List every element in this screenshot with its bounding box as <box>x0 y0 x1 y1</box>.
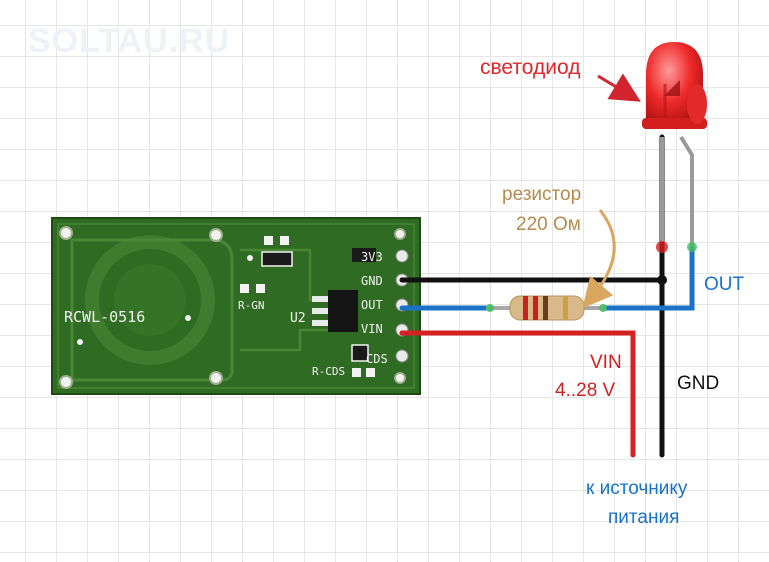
vin-wire <box>399 330 636 458</box>
led-anode-lead <box>679 135 694 247</box>
board-model-label: RCWL-0516 <box>64 308 145 326</box>
pad-label-r-gn: R-GN <box>238 299 265 312</box>
chip-label: U2 <box>290 311 306 326</box>
led-cathode-joint <box>656 241 668 253</box>
resistor-band <box>543 296 548 320</box>
led-label: светодиод <box>480 56 581 79</box>
watermark: SOLTAU.RU <box>28 22 231 60</box>
pin-label-vin: VIN <box>361 322 383 336</box>
vin-range-label: 4..28 V <box>555 380 616 401</box>
smd-pad <box>366 368 375 377</box>
led-arrow <box>597 73 641 102</box>
pin-label-gnd: GND <box>361 274 383 288</box>
pad-label-r-cds: R-CDS <box>312 365 345 378</box>
resistor <box>486 295 607 321</box>
u2-chip <box>312 290 358 332</box>
resistor-value-label: 220 Ом <box>516 214 581 235</box>
mounting-holes <box>59 226 406 389</box>
smd-component <box>352 248 376 262</box>
smd-pad <box>240 284 249 293</box>
power-source-label-line1: к источнику <box>586 478 688 499</box>
smd-pad <box>280 236 289 245</box>
vin-label: VIN <box>590 352 622 373</box>
pin-label-3v3: 3V3 <box>361 250 383 264</box>
out-wire <box>399 244 695 311</box>
smd-component <box>261 251 293 267</box>
smd-pad <box>256 284 265 293</box>
gnd-junction <box>657 275 667 285</box>
led-anode-joint <box>687 242 697 252</box>
resistor-arrow <box>582 209 616 309</box>
resistor-band <box>563 296 568 320</box>
pin-label-out: OUT <box>361 298 383 312</box>
resistor-name-label: резистор <box>502 184 582 205</box>
smd-pad <box>352 368 361 377</box>
rcwl-board: RCWL-0516 U2 R-GN R-CDS 3V3 GND OUT VIN … <box>51 217 421 395</box>
smd-pad <box>264 236 273 245</box>
resistor-band <box>533 296 538 320</box>
power-source-label-line2: питания <box>608 507 680 528</box>
smd-component <box>351 344 369 362</box>
pin-label-cds: CDS <box>366 352 388 366</box>
led <box>642 42 707 129</box>
resistor-band <box>523 296 528 320</box>
gnd-label: GND <box>677 373 720 394</box>
out-label: OUT <box>704 274 745 295</box>
